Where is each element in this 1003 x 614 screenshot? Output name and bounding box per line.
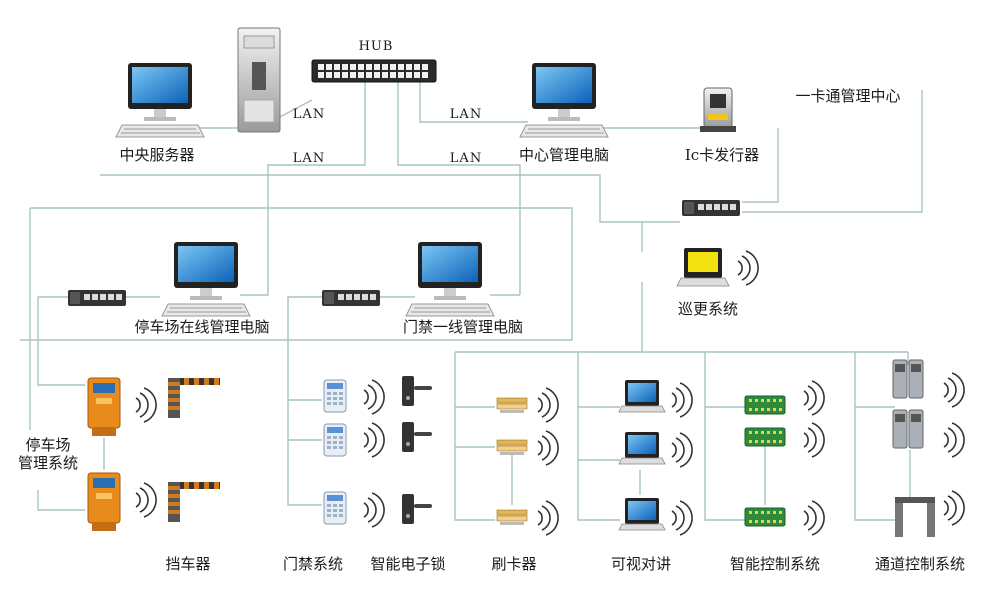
wireless-signal-icon <box>671 432 693 468</box>
parking-kiosk-icon <box>87 472 121 532</box>
wireless-signal-icon <box>737 250 759 286</box>
lan-label: LAN <box>292 151 326 166</box>
patrol-label: 巡更系统 <box>677 300 739 318</box>
wireless-signal-icon <box>943 490 965 526</box>
parking-mgmt-label: 停车场管理系统 <box>17 436 78 472</box>
turnstile-icon <box>892 359 924 399</box>
control-board-icon <box>744 395 786 415</box>
wireless-signal-icon <box>671 500 693 536</box>
card-reader-label: 刷卡器 <box>491 555 537 573</box>
wireless-signal-icon <box>803 422 825 458</box>
wireless-signal-icon <box>803 500 825 536</box>
wireless-signal-icon <box>537 500 559 536</box>
wireless-signal-icon <box>537 387 559 423</box>
center-pc-label: 中心管理电脑 <box>518 146 610 164</box>
patrol-terminal-icon <box>676 248 730 287</box>
wireless-signal-icon <box>671 382 693 418</box>
card-issuer-icon <box>700 87 736 132</box>
electronic-lock-icon <box>402 494 432 524</box>
keypad-reader-icon <box>323 379 347 413</box>
electronic-lock-icon <box>402 376 432 406</box>
wireless-signal-icon <box>803 380 825 416</box>
central-server-label: 中央服务器 <box>119 146 195 164</box>
smart-lock-label: 智能电子锁 <box>370 555 446 573</box>
lan-label: LAN <box>292 107 326 122</box>
control-board-icon <box>744 507 786 527</box>
lan-label: LAN <box>449 151 483 166</box>
access-system-label: 门禁系统 <box>282 555 344 573</box>
wireless-signal-icon <box>537 430 559 466</box>
barrier-gate-icon <box>168 482 220 522</box>
ic-issuer-label: Ic卡发行器 <box>684 146 760 164</box>
control-board-icon <box>744 427 786 447</box>
network-hub-icon <box>311 59 437 83</box>
smart-control-label: 智能控制系统 <box>729 555 821 573</box>
keypad-reader-icon <box>323 423 347 457</box>
center-pc-icon <box>519 62 609 138</box>
card-reader-icon <box>496 509 528 526</box>
wireless-signal-icon <box>135 387 157 423</box>
hub-label: HUB <box>358 39 394 54</box>
video-intercom-label: 可视对讲 <box>610 555 672 573</box>
wireless-signal-icon <box>943 372 965 408</box>
lan-label: LAN <box>449 107 483 122</box>
wireless-signal-icon <box>363 492 385 528</box>
electronic-lock-icon <box>402 422 432 452</box>
server-tower-icon <box>237 27 281 133</box>
ecard-switch-icon <box>682 200 740 216</box>
access-pc-icon <box>405 241 495 317</box>
keypad-reader-icon <box>323 491 347 525</box>
card-reader-icon <box>496 397 528 414</box>
parking-kiosk-icon <box>87 377 121 437</box>
laptop-icon <box>618 431 666 465</box>
laptop-icon <box>618 497 666 531</box>
wireless-signal-icon <box>135 482 157 518</box>
access-pc-label: 门禁一线管理电脑 <box>402 318 524 336</box>
wireless-signal-icon <box>943 422 965 458</box>
turnstile-icon <box>892 409 924 449</box>
barrier-label: 挡车器 <box>165 555 211 573</box>
connection-lines <box>20 80 923 521</box>
wireless-signal-icon <box>363 422 385 458</box>
laptop-icon <box>618 379 666 413</box>
walk-through-gate-icon <box>895 497 935 537</box>
parking-pc-label: 停车场在线管理电脑 <box>134 318 270 336</box>
barrier-gate-icon <box>168 378 220 418</box>
parking-switch-icon <box>68 290 126 306</box>
central-server-pc-icon <box>115 62 205 138</box>
ecard-center-label: 一卡通管理中心 <box>795 87 901 105</box>
parking-pc-icon <box>161 241 251 317</box>
card-reader-icon <box>496 439 528 456</box>
passage-control-label: 通道控制系统 <box>874 555 966 573</box>
access-switch-icon <box>322 290 380 306</box>
wireless-signal-icon <box>363 379 385 415</box>
